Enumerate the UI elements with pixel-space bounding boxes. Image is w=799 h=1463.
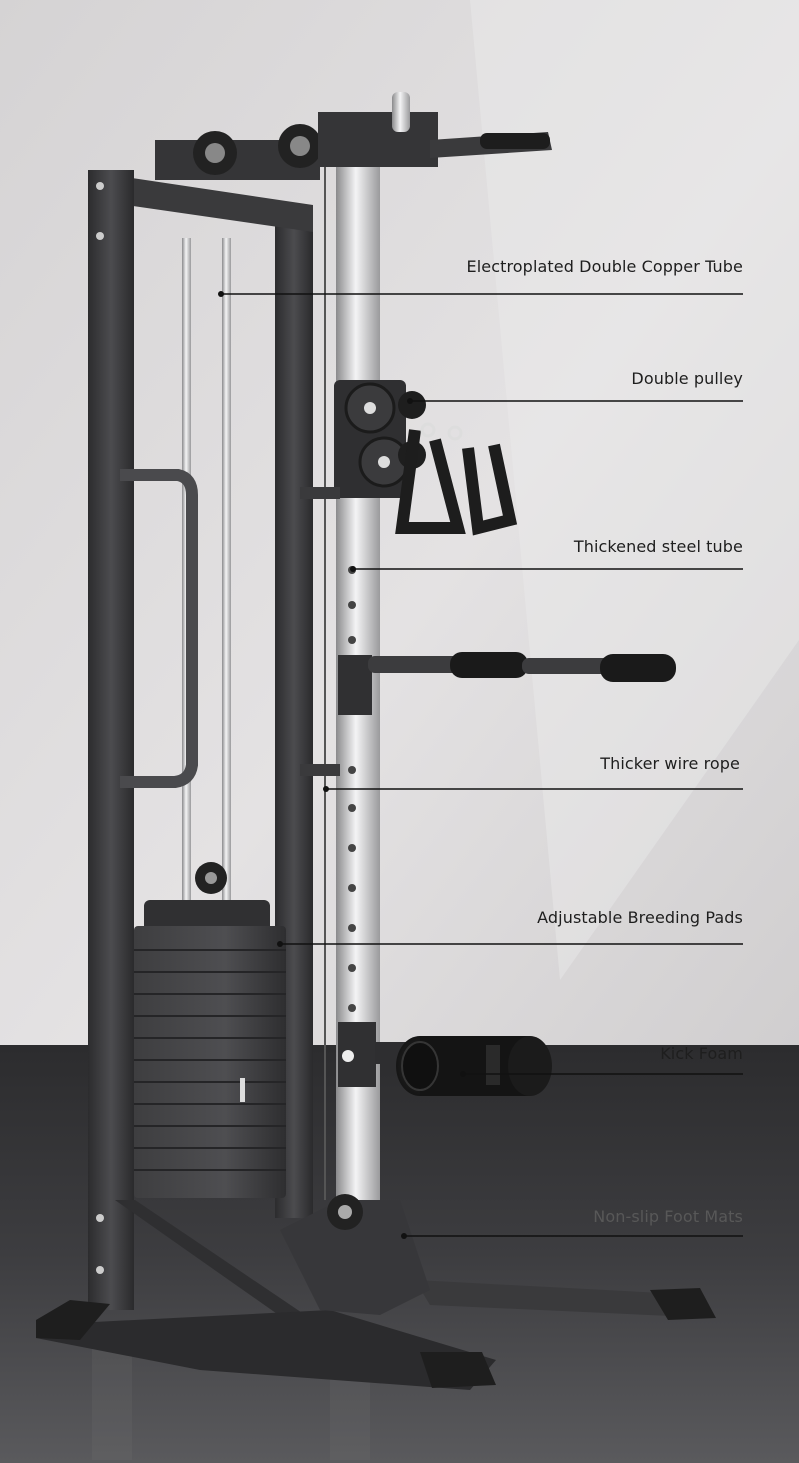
weight-stack-top	[144, 900, 270, 932]
front-upright	[88, 170, 134, 1310]
base-frame	[36, 1310, 496, 1390]
foot-mat-left	[36, 1300, 110, 1340]
stirrup-handle-left	[395, 429, 466, 534]
side-grip-handle	[120, 469, 198, 788]
foot-mat-front	[420, 1352, 496, 1388]
base-leg-front	[115, 1200, 320, 1330]
callout-steel-tube: Thickened steel tube	[573, 537, 743, 556]
foot-mat-housing	[280, 1200, 430, 1315]
main-steel-tube	[336, 160, 380, 1295]
stirrup-handle-right	[462, 443, 518, 536]
callout-kick-foam: Kick Foam	[660, 1044, 743, 1063]
callout-double-pulley: Double pulley	[631, 369, 743, 388]
callout-copper-tube: Electroplated Double Copper Tube	[466, 257, 743, 276]
callout-breeding-pads: Adjustable Breeding Pads	[537, 908, 743, 927]
callout-foot-mats: Non-slip Foot Mats	[593, 1207, 743, 1226]
top-crossbar	[92, 172, 313, 232]
weight-stack	[134, 926, 286, 1198]
top-bracket	[318, 112, 438, 167]
callout-lines	[221, 293, 743, 1237]
callout-wire-rope: Thicker wire rope	[600, 754, 740, 773]
base-rail-right	[415, 1280, 716, 1318]
foot-mat-right	[650, 1288, 716, 1320]
dip-bracket	[338, 655, 372, 715]
guide-rod-right	[222, 238, 231, 908]
